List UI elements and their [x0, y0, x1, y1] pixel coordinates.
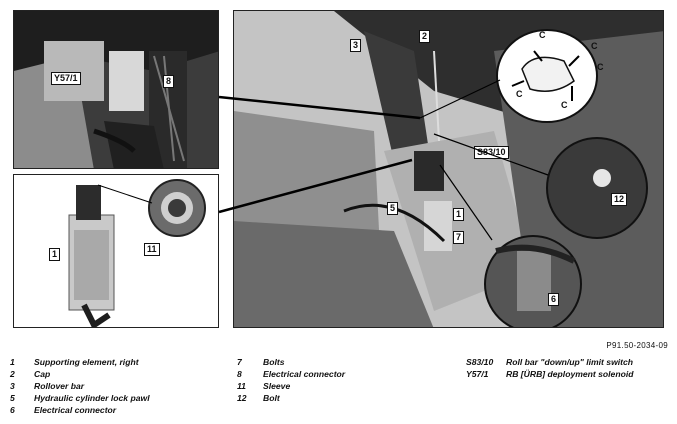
photo-main-art: [234, 11, 663, 327]
callout-12: 12: [611, 193, 628, 206]
cap-label-c2: C: [591, 41, 598, 51]
legend-number: 7: [237, 357, 242, 367]
legend-number: 5: [10, 393, 15, 403]
cap-label-c5: C: [561, 100, 568, 110]
callout-11: 11: [144, 243, 160, 256]
legend-item: 2 Cap: [10, 368, 150, 380]
legend-number: 8: [237, 369, 242, 379]
photo-supporting-element-art: [14, 175, 218, 327]
legend-item: 6 Electrical connector: [10, 404, 150, 416]
callout-1-right: 1: [453, 208, 465, 221]
legend-text: Electrical connector: [263, 369, 346, 379]
legend-number: 6: [10, 405, 15, 415]
callout-s83-10: S83/10: [474, 146, 509, 159]
cap-label-c3: C: [597, 62, 604, 72]
cap-label-c4: C: [516, 89, 523, 99]
legend-text: RB [ÜRB] deployment solenoid: [506, 369, 634, 379]
callout-y57-1: Y57/1: [51, 72, 81, 85]
legend-number: 3: [10, 381, 15, 391]
callout-2: 2: [419, 30, 431, 43]
legend-text: Cap: [34, 369, 51, 379]
callout-5: 5: [387, 202, 399, 215]
callout-1-left: 1: [49, 248, 61, 261]
legend-column-2: 7 Bolts 8 Electrical connector 11 Sleeve 12…: [237, 356, 345, 404]
photo-main-overview: 3 2 S83/10 5 1 7 12 6 C C C C C: [233, 10, 664, 328]
callout-7: 7: [453, 231, 465, 244]
legend-item: 12 Bolt: [237, 392, 345, 404]
legend-text: Rollover bar: [34, 381, 85, 391]
figure-reference: P91.50-2034-09: [606, 341, 668, 350]
legend-item: 5 Hydraulic cylinder lock pawl: [10, 392, 150, 404]
legend-text: Electrical connector: [34, 405, 117, 415]
callout-8: 8: [163, 75, 175, 88]
legend-item: S83/10 Roll bar "down/up" limit switch: [466, 356, 633, 368]
legend-text: Hydraulic cylinder lock pawl: [34, 393, 150, 403]
legend-item: 3 Rollover bar: [10, 380, 150, 392]
legend-column-3: S83/10 Roll bar "down/up" limit switch Y5…: [466, 356, 633, 380]
legend-number: S83/10: [466, 357, 494, 367]
legend-item: Y57/1 RB [ÜRB] deployment solenoid: [466, 368, 633, 380]
legend-number: 11: [237, 381, 246, 391]
photo-solenoid-art: [14, 11, 218, 168]
legend-text: Bolts: [263, 357, 285, 367]
legend-item: 8 Electrical connector: [237, 368, 345, 380]
legend-number: 2: [10, 369, 15, 379]
legend-number: Y57/1: [466, 369, 489, 379]
legend-number: 12: [237, 393, 247, 403]
photo-supporting-element: 1 11: [13, 174, 219, 328]
legend-item: 7 Bolts: [237, 356, 345, 368]
callout-6: 6: [548, 293, 560, 306]
photo-solenoid: Y57/1 8: [13, 10, 219, 169]
legend-text: Bolt: [263, 393, 280, 403]
legend-column-1: 1 Supporting element, right 2 Cap 3 Rollove…: [10, 356, 150, 416]
callout-3: 3: [350, 39, 362, 52]
cap-label-c1: C: [539, 30, 546, 40]
legend-number: 1: [10, 357, 15, 367]
legend-item: 11 Sleeve: [237, 380, 345, 392]
legend-text: Supporting element, right: [34, 357, 139, 367]
legend-item: 1 Supporting element, right: [10, 356, 150, 368]
legend-text: Sleeve: [263, 381, 291, 391]
legend-text: Roll bar "down/up" limit switch: [506, 357, 634, 367]
